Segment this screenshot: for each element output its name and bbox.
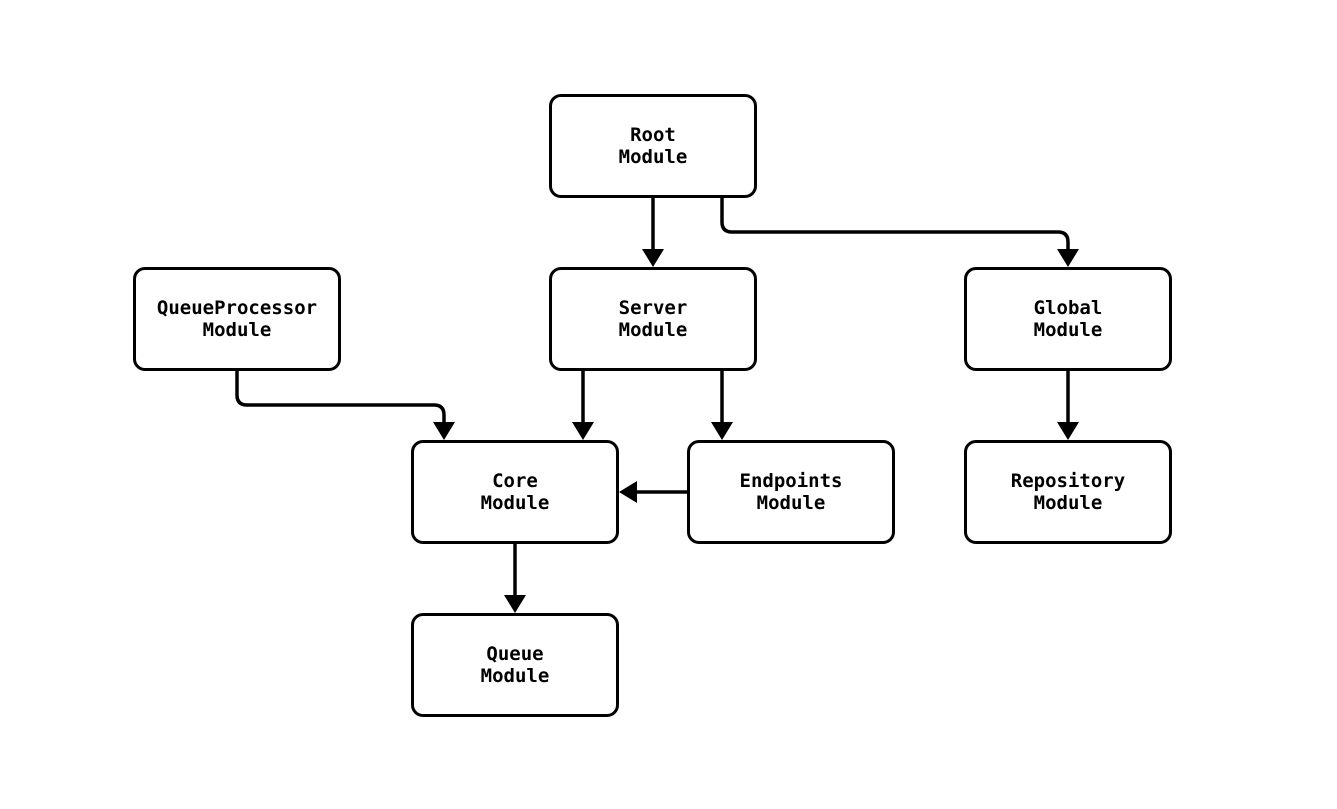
node-label-line: Module	[618, 319, 688, 341]
node-label-line: QueueProcessor	[156, 297, 318, 319]
arrowhead-server-module-to-core-module	[572, 422, 594, 440]
node-label-line: Module	[480, 665, 550, 687]
arrowhead-root-module-to-global-module	[1057, 249, 1079, 267]
arrowhead-core-module-to-queue-module	[504, 595, 526, 613]
arrowhead-root-module-to-server-module	[642, 249, 664, 267]
node-label-line: Endpoints	[739, 470, 843, 492]
node-label-line: Module	[1033, 492, 1103, 514]
node-label-line: Module	[756, 492, 826, 514]
node-label-line: Module	[1033, 319, 1103, 341]
node-label-line: Core	[492, 470, 538, 492]
arrowhead-queueprocessor-module-to-core-module	[433, 422, 455, 440]
edge-queueprocessor-module-to-core-module	[235, 371, 446, 422]
node-label-line: Module	[480, 492, 550, 514]
node-label-line: Server	[618, 297, 688, 319]
node-label-line: Root	[630, 124, 676, 146]
node-label-line: Repository	[1010, 470, 1126, 492]
arrowhead-global-module-to-repository-module	[1057, 422, 1079, 440]
node-label-line: Queue	[486, 643, 544, 665]
node-label-line: Module	[202, 319, 272, 341]
edge-root-module-to-global-module	[720, 198, 1070, 249]
node-label-line: Global	[1033, 297, 1103, 319]
arrowhead-endpoints-module-to-core-module	[619, 481, 637, 503]
arrowhead-server-module-to-endpoints-module	[711, 422, 733, 440]
node-label-line: Module	[618, 146, 688, 168]
